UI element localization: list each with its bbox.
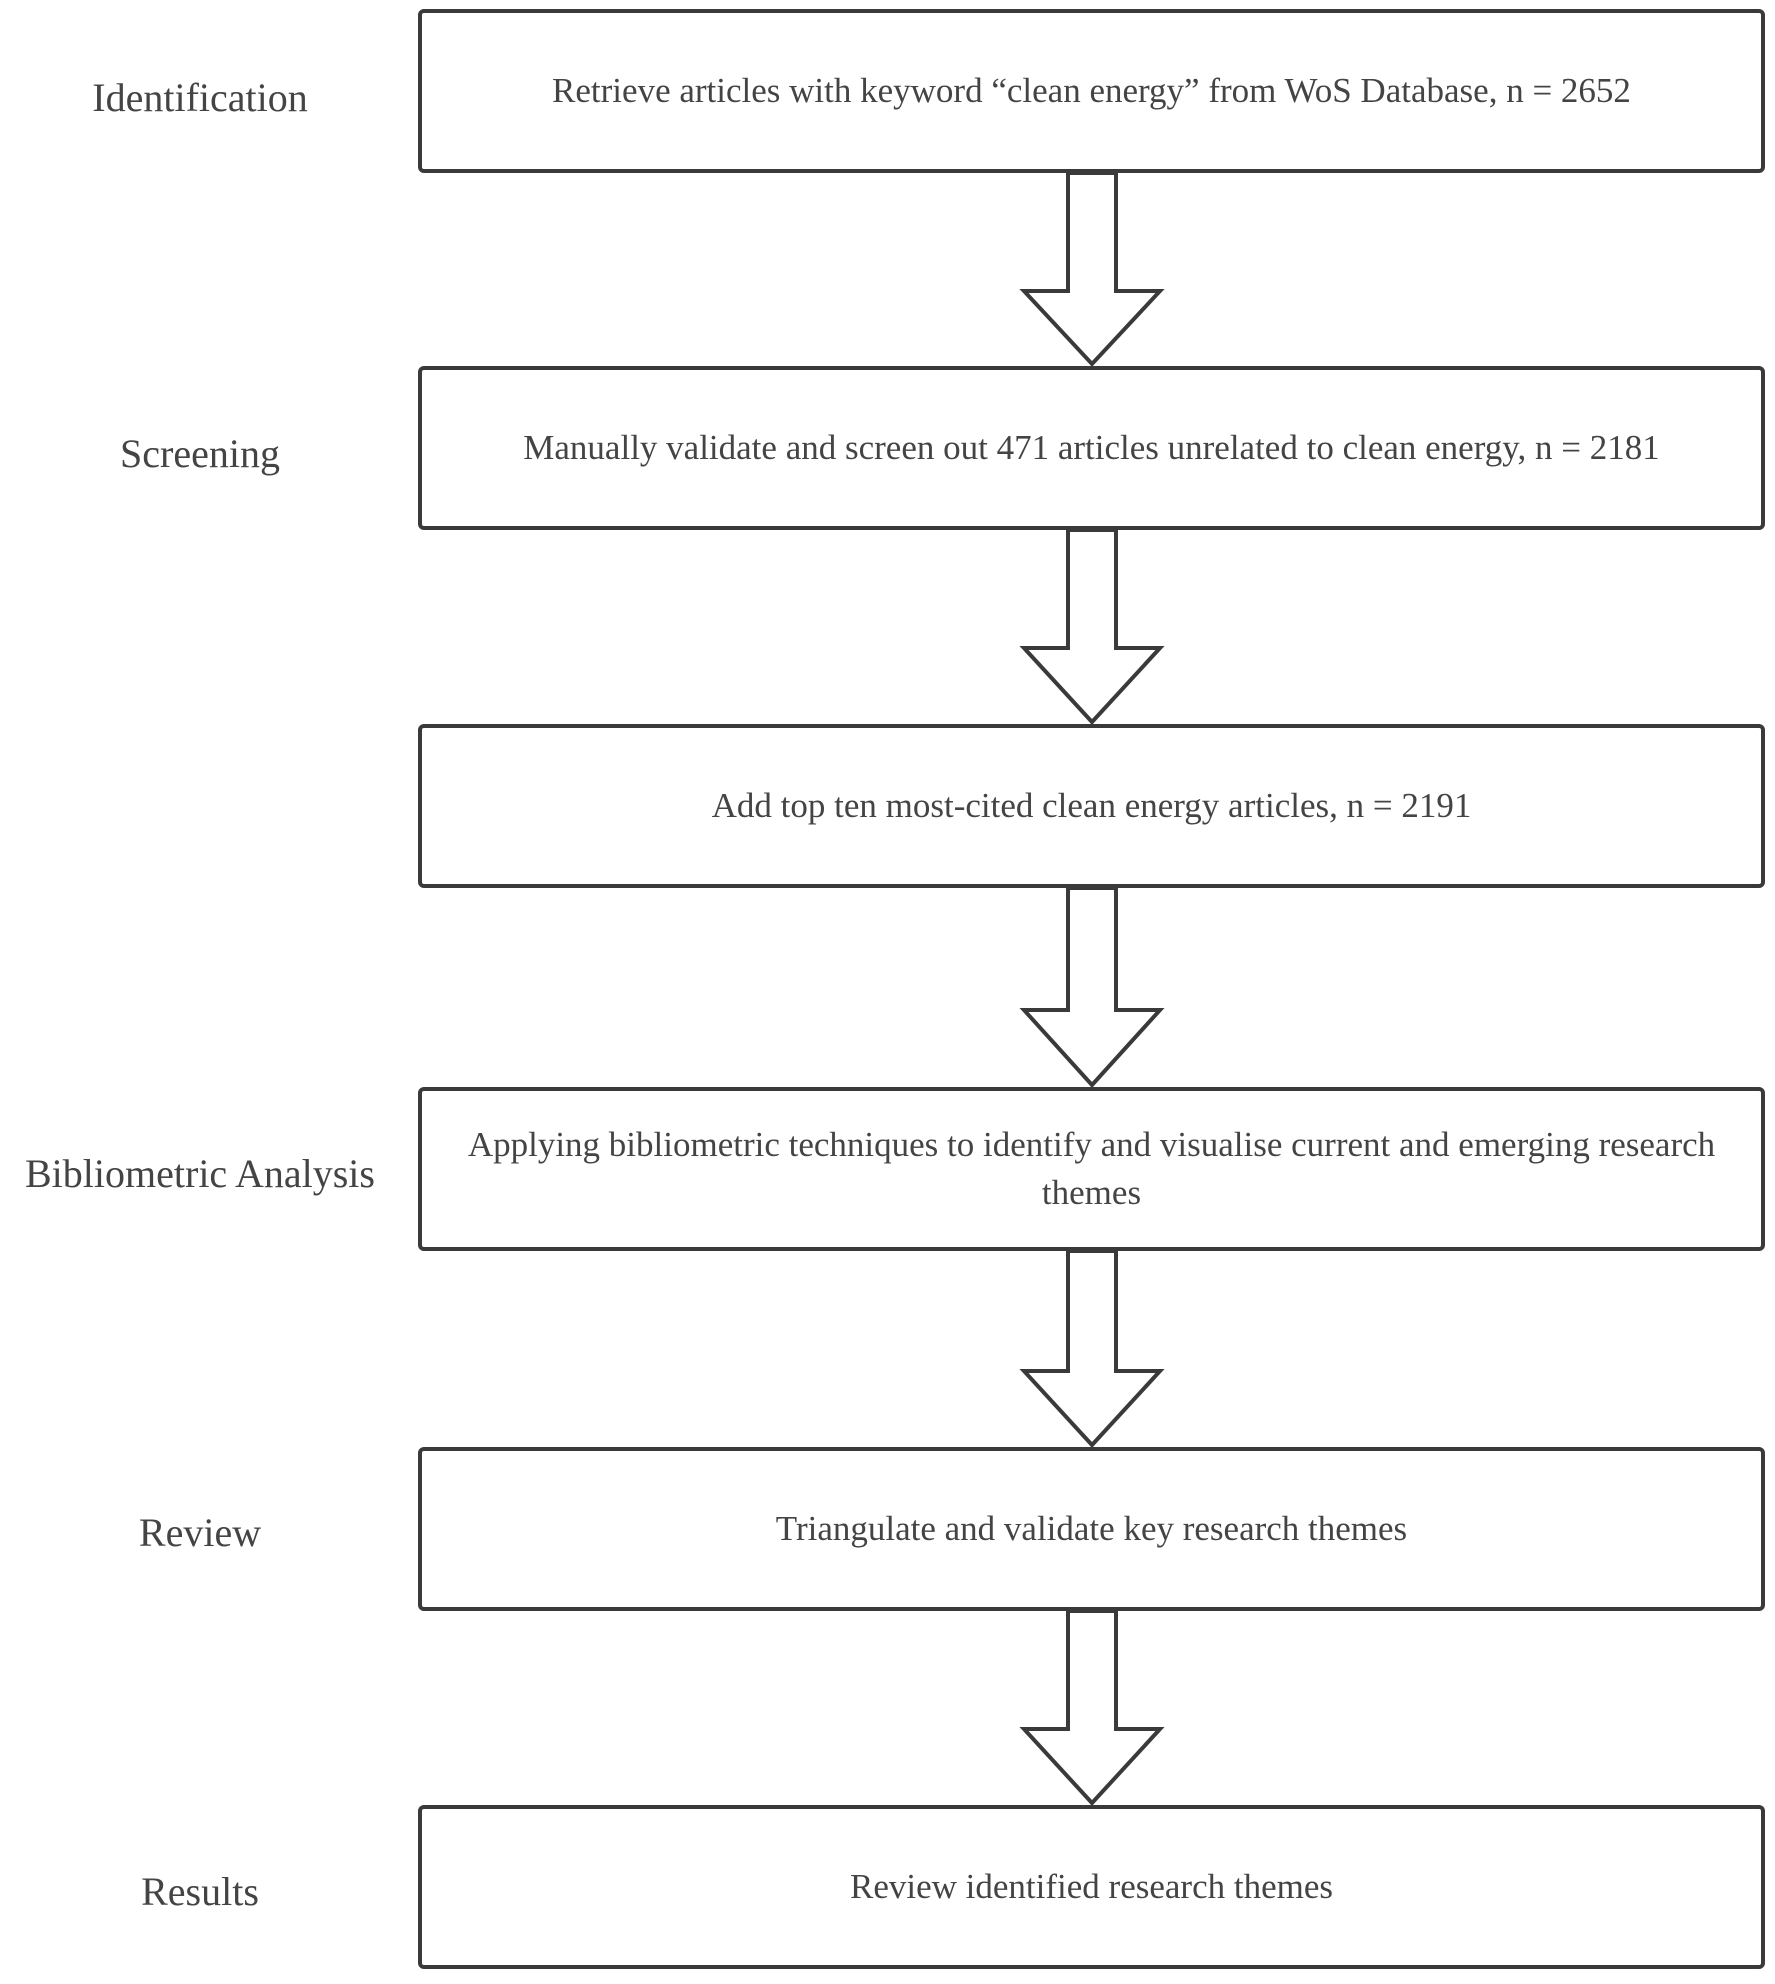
down-arrow-icon: [1019, 1609, 1165, 1806]
step-text-screening: Manually validate and screen out 471 art…: [523, 428, 1660, 467]
step-box-identification: Retrieve articles with keyword “clean en…: [418, 9, 1765, 173]
stage-label-screening: Screening: [120, 431, 280, 476]
stage-label-bibliometric-analysis: Bibliometric Analysis: [25, 1151, 375, 1196]
step-text-results: Review identified research themes: [850, 1867, 1333, 1906]
step-text-bibliometric-analysis: Applying bibliometric techniques to iden…: [467, 1125, 1716, 1212]
down-arrow-icon: [1019, 528, 1165, 725]
step-text-identification: Retrieve articles with keyword “clean en…: [552, 71, 1631, 110]
down-arrow-icon: [1019, 171, 1165, 367]
step-text-review: Triangulate and validate key research th…: [775, 1509, 1408, 1548]
step-box-results: Review identified research themes: [418, 1805, 1765, 1969]
down-arrow-icon: [1019, 886, 1165, 1088]
stage-label-review: Review: [138, 1510, 262, 1555]
step-box-screening: Manually validate and screen out 471 art…: [418, 366, 1765, 530]
stage-label-identification: Identification: [92, 75, 308, 120]
stage-label-results: Results: [141, 1869, 259, 1914]
step-box-bibliometric-analysis: Applying bibliometric techniques to iden…: [418, 1087, 1765, 1251]
step-box-add-articles: Add top ten most-cited clean energy arti…: [418, 724, 1765, 888]
down-arrow-icon: [1019, 1249, 1165, 1448]
step-box-review: Triangulate and validate key research th…: [418, 1447, 1765, 1611]
step-text-add-articles: Add top ten most-cited clean energy arti…: [711, 786, 1472, 825]
